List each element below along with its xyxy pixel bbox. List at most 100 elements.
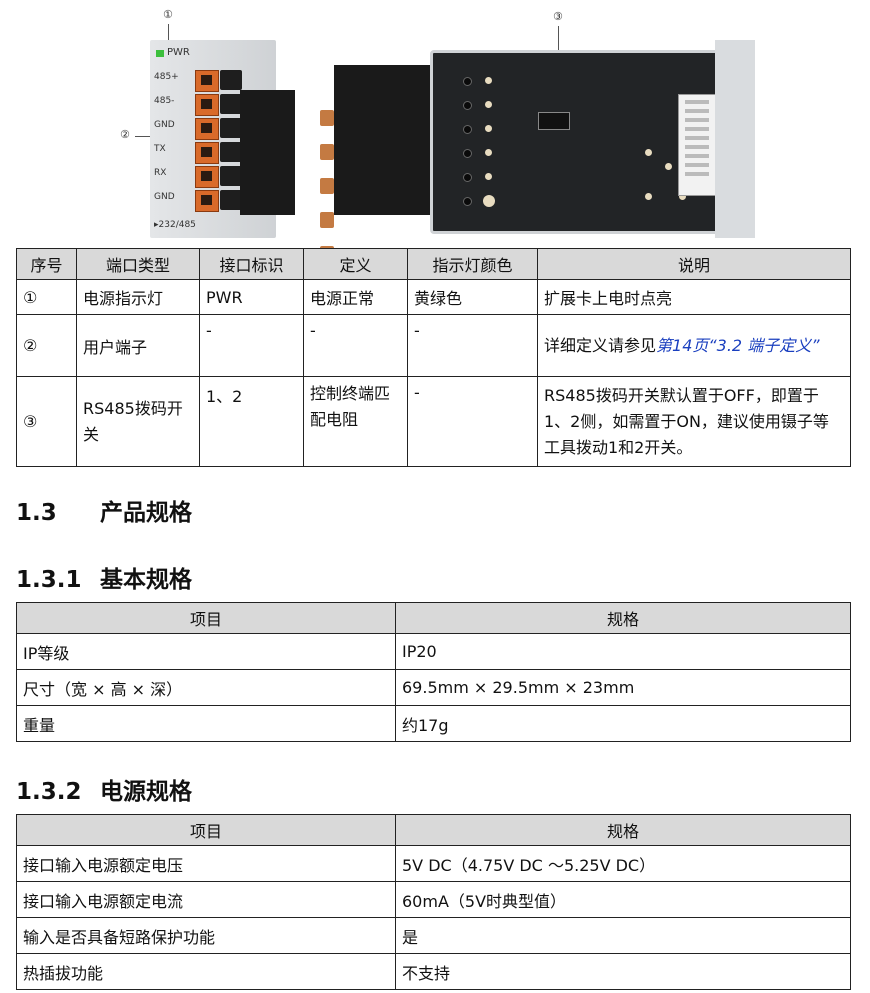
col-header: 规格 — [395, 814, 851, 846]
col-header: 接口标识 — [199, 248, 304, 280]
cell-item: 热插拔功能 — [16, 953, 396, 990]
cell-item: 尺寸（宽 × 高 × 深） — [16, 669, 396, 706]
cell-item: IP等级 — [16, 633, 396, 670]
table-row: 接口输入电源额定电压 5V DC（4.75V DC ～5.25V DC） — [16, 845, 851, 882]
port-label-485p: 485+ — [154, 72, 179, 82]
cell-item: 接口输入电源额定电流 — [16, 881, 396, 918]
cell-led: 黄绿色 — [407, 279, 538, 315]
col-header: 项目 — [16, 814, 396, 846]
table-header-row: 序号 端口类型 接口标识 定义 指示灯颜色 说明 — [16, 248, 851, 280]
power-spec-table: 项目 规格 接口输入电源额定电压 5V DC（4.75V DC ～5.25V D… — [16, 814, 851, 990]
table-row: 重量 约17g — [16, 705, 851, 742]
section-number: 1.3.1 — [16, 567, 82, 593]
mode-label: ▸232/485 — [154, 220, 196, 230]
col-header: 定义 — [303, 248, 408, 280]
col-header: 说明 — [537, 248, 851, 280]
cell-def: 控制终端匹配电阻 — [303, 376, 408, 467]
terminal-slot — [195, 142, 219, 164]
table-header-row: 项目 规格 — [16, 602, 851, 634]
cell-type: 用户端子 — [76, 314, 200, 377]
cell-led: - — [407, 376, 538, 467]
col-header: 端口类型 — [76, 248, 200, 280]
terminal-slot — [195, 190, 219, 212]
cell-def: 电源正常 — [303, 279, 408, 315]
callout-1-leader — [168, 24, 169, 48]
cell-item: 重量 — [16, 705, 396, 742]
terminal-screw — [220, 190, 242, 210]
cell-spec: 不支持 — [395, 953, 851, 990]
port-label-gnd2: GND — [154, 192, 175, 202]
board-connector — [678, 94, 716, 196]
table-row: IP等级 IP20 — [16, 633, 851, 670]
port-table: 序号 端口类型 接口标识 定义 指示灯颜色 说明 ① 电源指示灯 PWR 电源正… — [16, 248, 851, 467]
terminal-screw — [220, 70, 242, 90]
table-row: ③ RS485拨码开关 1、2 控制终端匹配电阻 - RS485拨码开关默认置于… — [16, 376, 851, 467]
cell-id: 1、2 — [199, 376, 304, 467]
cell-spec: IP20 — [395, 633, 851, 670]
table-row: 尺寸（宽 × 高 × 深） 69.5mm × 29.5mm × 23mm — [16, 669, 851, 706]
callout-3: ③ — [553, 10, 563, 23]
module-front-view: PWR 485+ 485- GND TX RX GND ▸232/485 — [150, 40, 276, 238]
terminal-screw — [220, 118, 242, 138]
col-header: 指示灯颜色 — [407, 248, 538, 280]
terminal-slot — [195, 94, 219, 116]
cross-reference-link[interactable]: 第14页“3.2 端子定义” — [656, 335, 820, 355]
terminal-screw — [220, 166, 242, 186]
table-header-row: 项目 规格 — [16, 814, 851, 846]
col-header: 规格 — [395, 602, 851, 634]
cell-item: 接口输入电源额定电压 — [16, 845, 396, 882]
section-title: 产品规格 — [100, 500, 192, 526]
terminal-slot — [195, 118, 219, 140]
cell-desc: 扩展卡上电时点亮 — [537, 279, 851, 315]
terminal-screw — [220, 94, 242, 114]
module-pcb-view — [320, 40, 755, 262]
port-label-rx: RX — [154, 168, 167, 178]
port-label-tx: TX — [154, 144, 166, 154]
table-row: ② 用户端子 - - - 详细定义请参见第14页“3.2 端子定义” — [16, 314, 851, 377]
terminal-screw — [220, 142, 242, 162]
plug-rear — [334, 65, 434, 215]
section-title: 基本规格 — [100, 567, 192, 593]
cell-item: 输入是否具备短路保护功能 — [16, 917, 396, 954]
cell-spec: 约17g — [395, 705, 851, 742]
cell-spec: 60mA（5V时典型值） — [395, 881, 851, 918]
cell-desc: RS485拨码开关默认置于OFF，即置于1、2侧，如需置于ON，建议使用镊子等工… — [537, 376, 851, 467]
cell-spec: 69.5mm × 29.5mm × 23mm — [395, 669, 851, 706]
pwr-led-icon — [156, 50, 164, 57]
terminal-slot — [195, 166, 219, 188]
table-row: 接口输入电源额定电流 60mA（5V时典型值） — [16, 881, 851, 918]
cell-spec: 是 — [395, 917, 851, 954]
callout-1: ① — [163, 8, 173, 21]
housing-side — [715, 40, 755, 238]
table-row: ① 电源指示灯 PWR 电源正常 黄绿色 扩展卡上电时点亮 — [16, 279, 851, 315]
cell-no: ① — [16, 279, 77, 315]
plug-body — [240, 90, 295, 215]
cell-id: - — [199, 314, 304, 377]
basic-spec-table: 项目 规格 IP等级 IP20 尺寸（宽 × 高 × 深） 69.5mm × 2… — [16, 602, 851, 742]
cell-no: ③ — [16, 376, 77, 467]
section-heading-1-3-2: 1.3.2 电源规格 — [16, 772, 192, 806]
cell-def: - — [303, 314, 408, 377]
col-header: 项目 — [16, 602, 396, 634]
pwr-label: PWR — [167, 47, 190, 58]
rs485-dip-switch — [538, 112, 570, 130]
callout-2: ② — [120, 128, 130, 141]
product-figure: ① ② ③ PWR 485+ 485- GND TX RX GND ▸232/4… — [0, 0, 870, 262]
section-number: 1.3.2 — [16, 779, 82, 805]
cell-desc: 详细定义请参见第14页“3.2 端子定义” — [537, 314, 851, 377]
desc-prefix: 详细定义请参见 — [544, 335, 657, 355]
cell-type: RS485拨码开关 — [76, 376, 200, 467]
cell-type: 电源指示灯 — [76, 279, 200, 315]
section-heading-1-3-1: 1.3.1 基本规格 — [16, 560, 192, 594]
terminal-slot — [195, 70, 219, 92]
port-label-gnd1: GND — [154, 120, 175, 130]
section-heading-1-3: 1.3 产品规格 — [16, 493, 192, 527]
cell-spec: 5V DC（4.75V DC ～5.25V DC） — [395, 845, 851, 882]
section-number: 1.3 — [16, 500, 57, 526]
port-label-485n: 485- — [154, 96, 175, 106]
cell-id: PWR — [199, 279, 304, 315]
section-title: 电源规格 — [100, 779, 192, 805]
table-row: 热插拔功能 不支持 — [16, 953, 851, 990]
col-header: 序号 — [16, 248, 77, 280]
cell-no: ② — [16, 314, 77, 377]
